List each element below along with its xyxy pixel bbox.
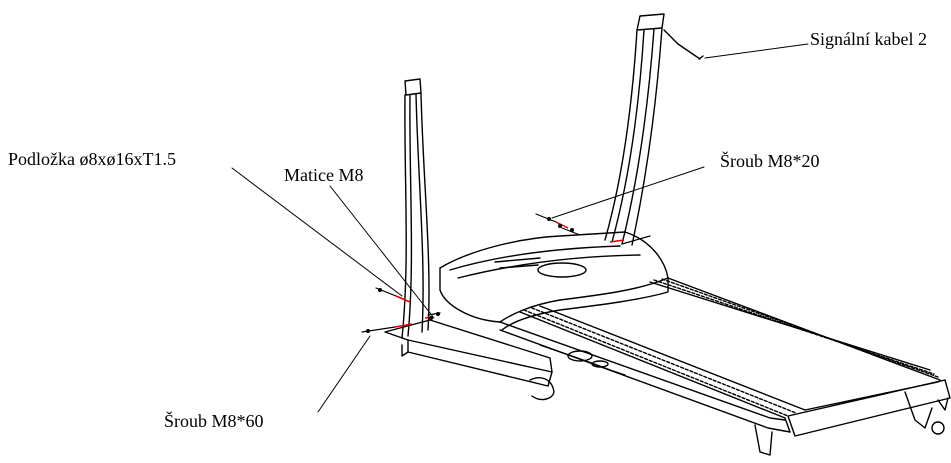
running-belt xyxy=(519,277,941,433)
signal-cable-label: Signální kabel 2 xyxy=(810,29,927,49)
rear-end-cap xyxy=(787,379,951,437)
nut-label: Matice M8 xyxy=(284,165,364,185)
hardware-dots xyxy=(366,217,574,333)
left-frame-base xyxy=(384,319,555,401)
motor-cover xyxy=(439,231,669,331)
signal-cable xyxy=(663,29,704,60)
leader-lines xyxy=(231,43,809,413)
bolt-m8-20-label: Šroub M8*20 xyxy=(720,151,820,171)
deck-side-rail xyxy=(499,321,791,456)
left-upright-post xyxy=(401,78,430,339)
washer-label: Podložka ø8xø16xT1.5 xyxy=(8,149,176,169)
bolt-m8-60-label: Šroub M8*60 xyxy=(164,411,264,431)
right-upright-post xyxy=(604,13,665,246)
